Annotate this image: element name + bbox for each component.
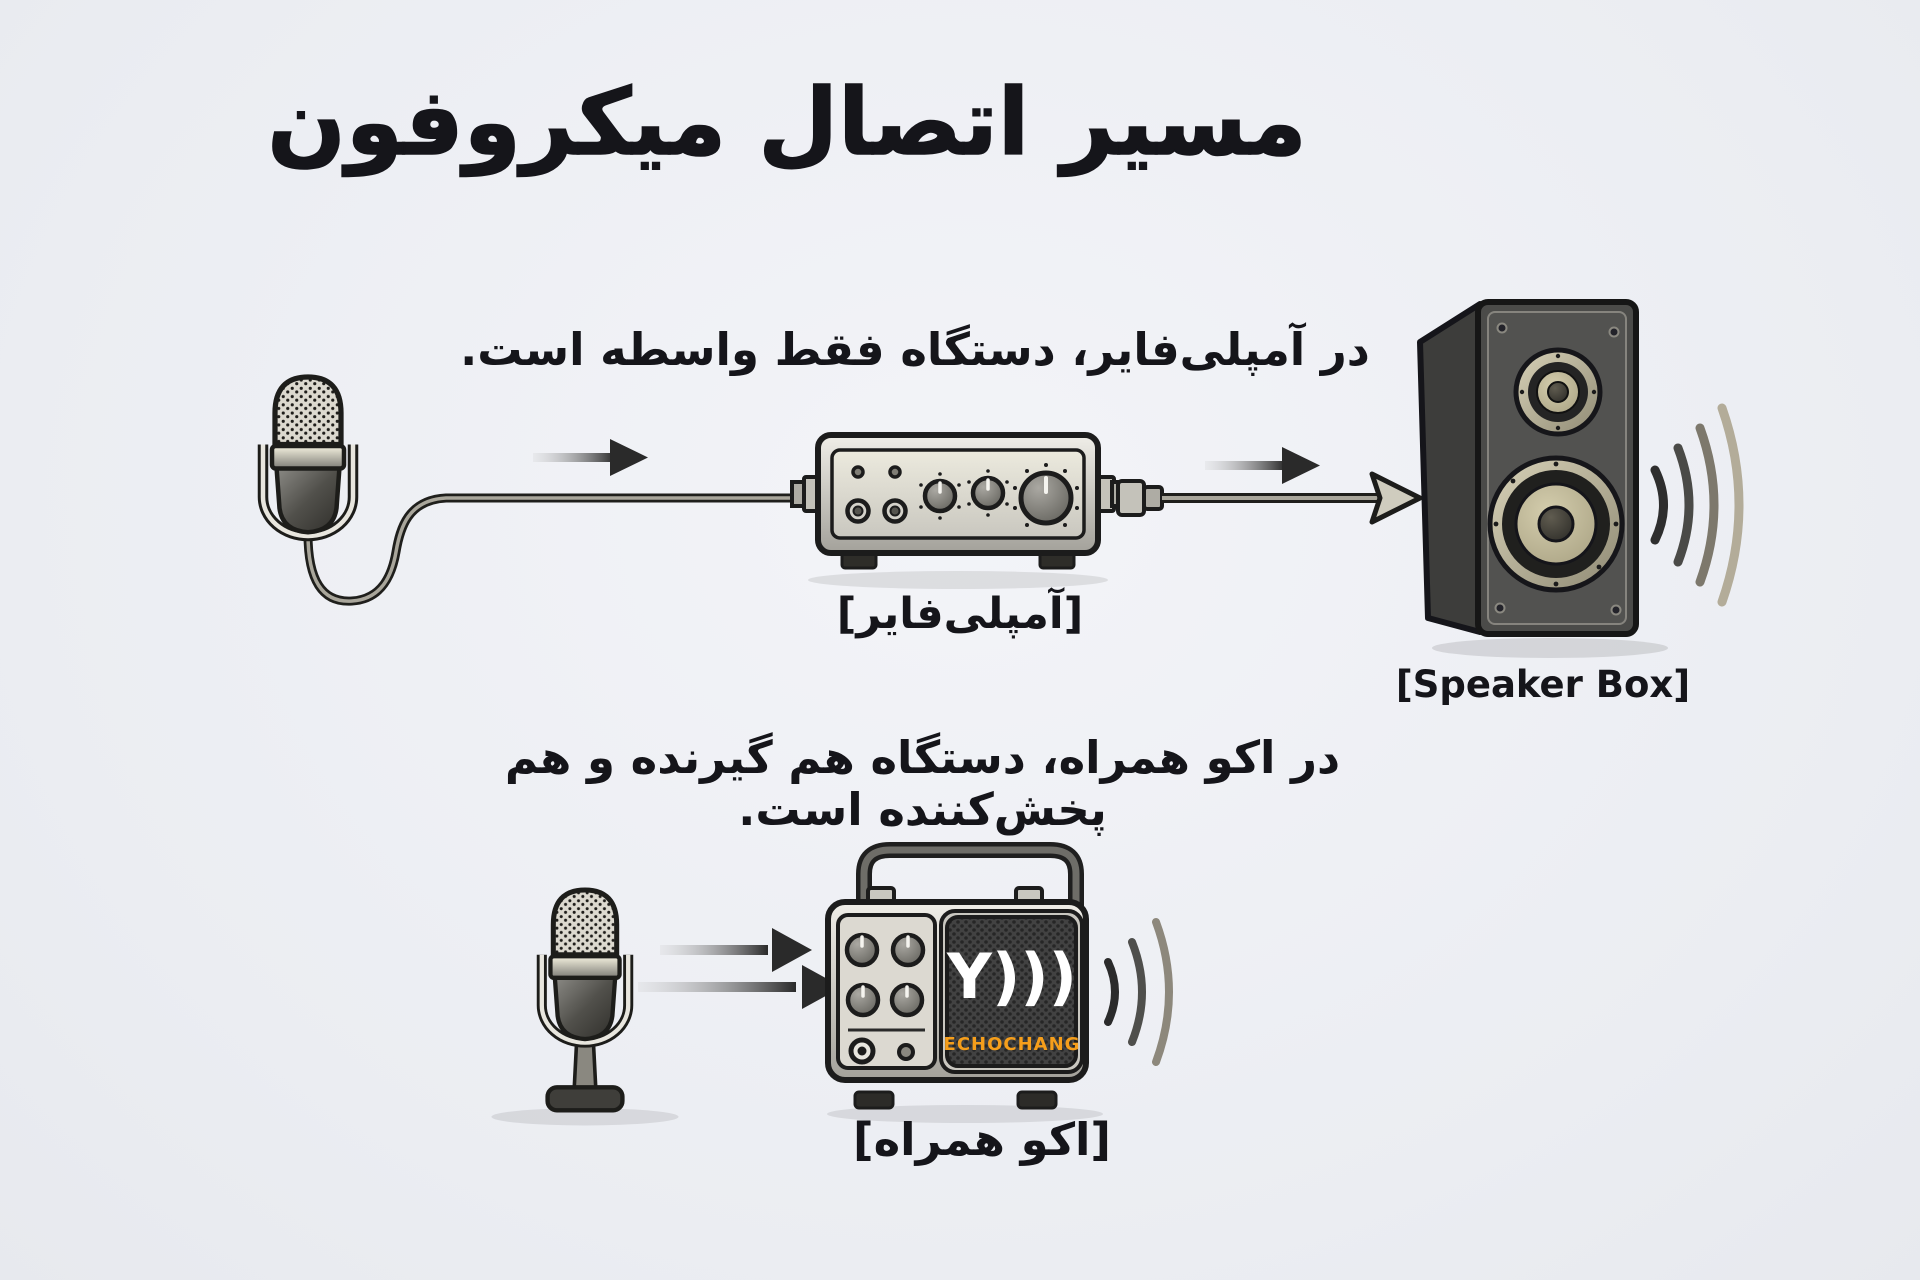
page-title: مسیر اتصال میکروفون xyxy=(267,69,1308,176)
flow-arrow-icon xyxy=(638,965,842,1009)
echo-logo-text: Y))) xyxy=(946,940,1077,1013)
sound-waves-icon xyxy=(1650,403,1744,607)
echo-brand-text: ECHOCHANG xyxy=(944,1034,1081,1055)
amplifier-caption: در آمپلی‌فایر، دستگاه فقط واسطه است. xyxy=(460,323,1370,376)
flow-arrow-icon xyxy=(533,439,648,476)
sound-waves-icon xyxy=(1104,918,1173,1066)
amplifier-label: [آمپلی‌فایر] xyxy=(836,589,1084,639)
echo-device-icon: Y))) ECHOCHANG xyxy=(825,842,1173,1123)
mic-cable xyxy=(303,493,800,606)
speaker-box-icon xyxy=(1417,299,1668,658)
echo-caption: در اکو همراه، دستگاه هم گیرنده و هم پخش‌… xyxy=(504,731,1341,836)
echo-device-label: [اکو همراه] xyxy=(853,1113,1111,1166)
microphone-icon xyxy=(263,377,353,536)
microphone-stand-icon xyxy=(491,890,679,1126)
flow-arrow-icon xyxy=(1205,447,1320,484)
amplifier-icon xyxy=(790,432,1124,589)
speaker-box-label: [Speaker Box] xyxy=(1395,663,1691,706)
flow-arrow-icon xyxy=(660,928,812,972)
output-cable-arrow xyxy=(1116,471,1423,525)
